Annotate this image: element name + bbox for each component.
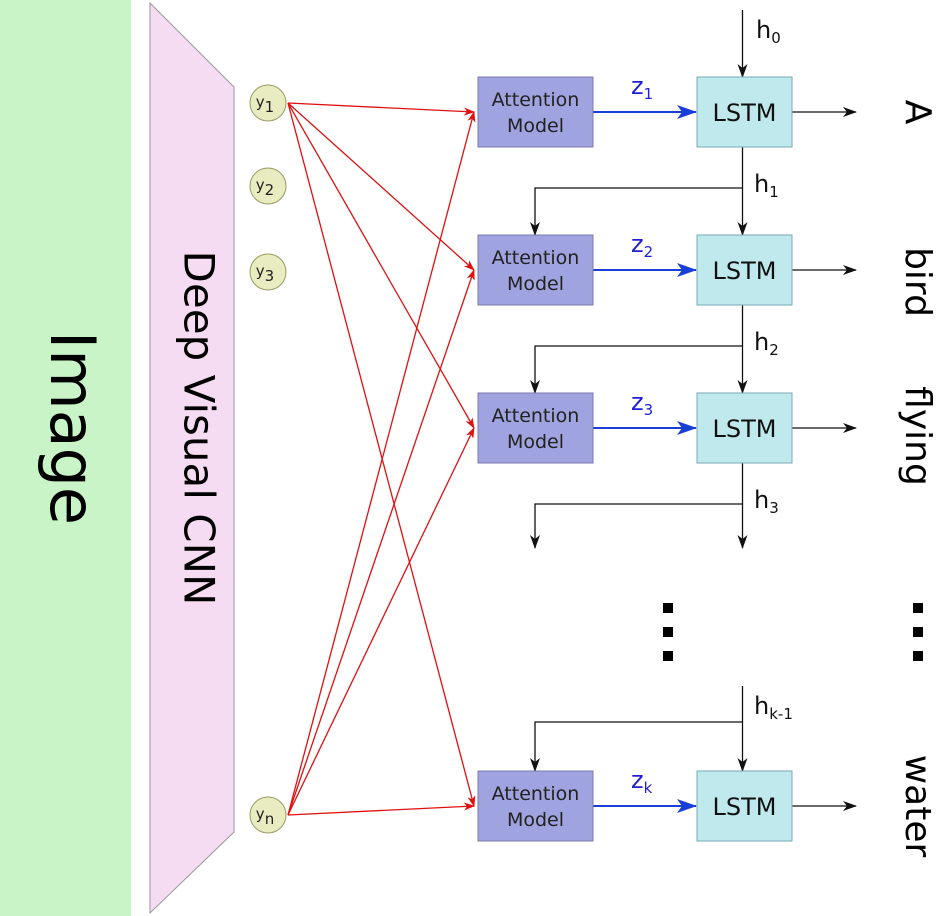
attention-arrow [287, 269, 475, 816]
feature-node [249, 253, 287, 291]
attention-model-box [477, 770, 594, 842]
attention-model-box [477, 234, 594, 306]
ellipsis-dot [663, 627, 673, 637]
hidden-label: h3 [754, 486, 779, 517]
ellipsis-dot [913, 651, 923, 661]
attention-label-line2: Model [507, 115, 564, 137]
attention-arrow [287, 102, 476, 807]
attention-model-box [477, 76, 594, 148]
feature-label: yn [256, 805, 274, 828]
lstm-box [696, 76, 793, 148]
attention-label-line2: Model [507, 273, 564, 295]
attention-arrow [287, 102, 475, 271]
lstm-label: LSTM [713, 793, 777, 821]
attention-arrow [287, 427, 475, 816]
output-word: A [897, 100, 938, 125]
feature-node [249, 84, 287, 122]
ellipsis-dot [663, 603, 673, 613]
hidden-branch-arrow [530, 345, 743, 394]
output-word: bird [897, 247, 938, 317]
lstm-label: LSTM [713, 415, 777, 443]
feature-node [249, 796, 287, 834]
cnn-label: Deep Visual CNN [175, 251, 224, 606]
context-label: z1 [631, 72, 653, 103]
attention-label-line2: Model [507, 809, 564, 831]
lstm-box [696, 234, 793, 306]
image-panel [0, 0, 131, 916]
edges-layer [287, 10, 857, 816]
hidden-label: h0 [756, 16, 781, 47]
attention-label-line1: Attention [492, 783, 580, 805]
hidden-branch-arrow [530, 503, 743, 549]
attention-arrow [287, 111, 476, 816]
lstm-box [696, 392, 793, 464]
attention-label-line1: Attention [492, 89, 580, 111]
attention-label-line1: Attention [492, 247, 580, 269]
cnn-panel [149, 1, 235, 915]
ellipsis-dot [663, 651, 673, 661]
hidden-branch-arrow [530, 721, 743, 772]
context-label: zk [631, 766, 653, 797]
lstm-label: LSTM [713, 257, 777, 285]
attention-label-line1: Attention [492, 405, 580, 427]
image-label: Image [36, 331, 109, 525]
context-label: z3 [631, 388, 653, 419]
lstm-label: LSTM [713, 99, 777, 127]
feature-node [249, 167, 287, 205]
output-word: flying [897, 386, 938, 486]
hidden-label: hk-1 [754, 692, 793, 723]
output-word: water [897, 755, 938, 858]
hidden-label: h1 [754, 170, 779, 201]
ellipsis-dot [913, 603, 923, 613]
ellipsis-dot [913, 627, 923, 637]
attention-arrow [287, 102, 475, 116]
feature-label: y3 [256, 262, 274, 285]
feature-label: y2 [256, 176, 274, 199]
hidden-label: h2 [754, 328, 779, 359]
attention-label-line2: Model [507, 431, 564, 453]
hidden-branch-arrow [530, 187, 743, 236]
attention-arrow [287, 802, 475, 816]
attention-arrow [287, 102, 475, 429]
lstm-box [696, 770, 793, 842]
feature-label: y1 [256, 93, 274, 116]
attention-model-box [477, 392, 594, 464]
context-label: z2 [631, 230, 653, 261]
